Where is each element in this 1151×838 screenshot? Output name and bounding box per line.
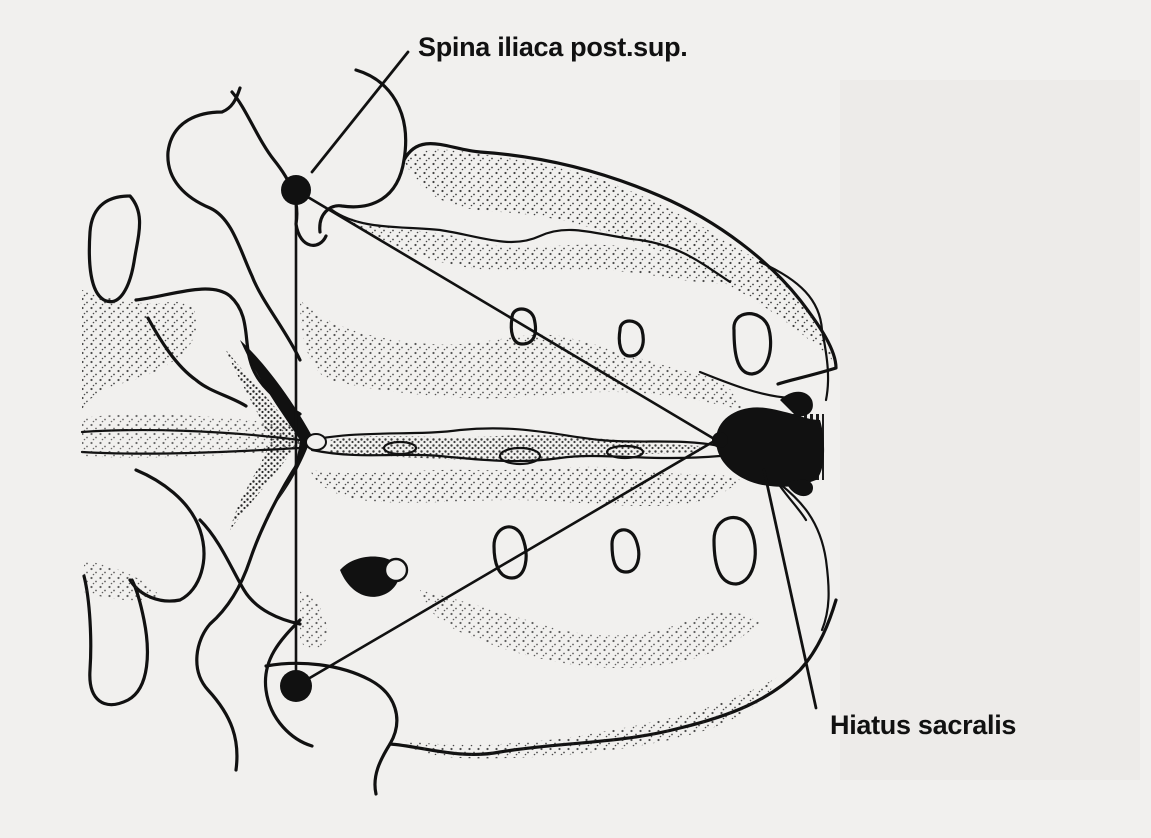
hiatus-marker (712, 432, 728, 448)
psis-lower-marker (280, 670, 312, 702)
psis-label: Spina iliaca post.sup. (418, 32, 687, 62)
psis-upper-marker (281, 175, 311, 205)
hiatus-label: Hiatus sacralis (830, 710, 1016, 740)
